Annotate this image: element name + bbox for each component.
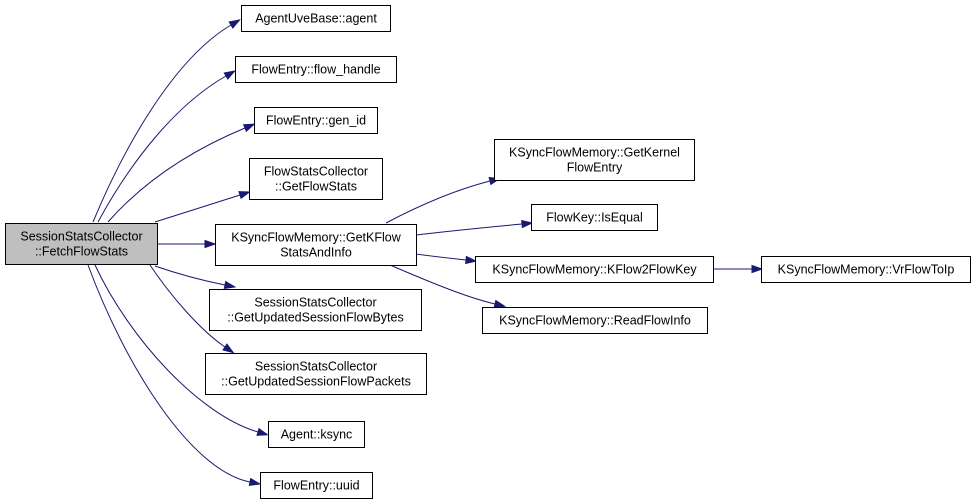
call-edge-get_kflow_stats-to-get_kernel_flow: [385, 180, 491, 224]
call-edge-root-to-agent_uve_agent: [92, 24, 232, 223]
node-label: ::GetUpdatedSessionFlowBytes: [227, 311, 403, 325]
call-edge-get_kflow_stats-to-read_flow_info: [389, 264, 496, 305]
node-label: ::GetFlowStats: [275, 180, 357, 194]
call-edge-root-to-gen_id: [107, 127, 246, 223]
node-box: [268, 421, 365, 448]
call-edge-root-to-uuid: [87, 264, 251, 483]
node-get-packets[interactable]: SessionStatsCollector::GetUpdatedSession…: [205, 353, 427, 395]
node-root[interactable]: SessionStatsCollector::FetchFlowStats: [5, 223, 158, 265]
arrowhead-icon: [751, 264, 764, 274]
node-box: [531, 204, 658, 231]
arrowhead-icon: [465, 255, 478, 265]
node-box: [482, 307, 708, 334]
call-edge-get_kflow_stats-to-is_equal: [415, 223, 523, 236]
node-flow-handle[interactable]: FlowEntry::flow_handle: [235, 56, 397, 83]
node-box: [254, 107, 378, 134]
call-edge-root-to-flow_handle: [97, 75, 227, 223]
arrowhead-icon: [493, 299, 507, 308]
node-label: AgentUveBase::agent: [255, 12, 377, 26]
node-label: FlowEntry::gen_id: [266, 114, 366, 128]
node-agent-ksync[interactable]: Agent::ksync: [268, 421, 365, 448]
node-get-flow-stats[interactable]: FlowStatsCollector::GetFlowStats: [249, 158, 383, 200]
node-box: [249, 158, 383, 200]
node-label: SessionStatsCollector: [254, 296, 376, 310]
node-label: Agent::ksync: [281, 428, 353, 442]
call-edge-root-to-get_packets: [149, 264, 226, 348]
arrowhead-icon: [256, 427, 270, 436]
node-agent-uve-agent[interactable]: AgentUveBase::agent: [241, 5, 391, 32]
node-box: [5, 223, 158, 265]
arrowhead-icon: [238, 191, 251, 200]
node-label: ::GetUpdatedSessionFlowPackets: [221, 375, 411, 389]
node-label: KSyncFlowMemory::VrFlowToIp: [778, 263, 955, 277]
arrowhead-icon: [248, 477, 262, 487]
node-box: [494, 139, 695, 181]
edges-layer: [87, 19, 764, 487]
node-label: KSyncFlowMemory::ReadFlowInfo: [499, 314, 691, 328]
node-vrflow-to-ip[interactable]: KSyncFlowMemory::VrFlowToIp: [761, 256, 971, 283]
arrowhead-icon: [242, 123, 256, 133]
arrowhead-icon: [222, 343, 235, 354]
node-label: KSyncFlowMemory::GetKFlow: [231, 231, 401, 245]
node-is-equal[interactable]: FlowKey::IsEqual: [531, 204, 658, 231]
node-gen-id[interactable]: FlowEntry::gen_id: [254, 107, 378, 134]
node-uuid[interactable]: FlowEntry::uuid: [260, 472, 373, 499]
arrowhead-icon: [204, 239, 217, 249]
node-label: KSyncFlowMemory::KFlow2FlowKey: [492, 263, 697, 277]
call-edge-root-to-agent_ksync: [94, 264, 259, 433]
node-label: FlowKey::IsEqual: [546, 211, 643, 225]
node-label: FlowEntry: [567, 161, 623, 175]
node-box: [209, 289, 422, 331]
node-label: SessionStatsCollector: [20, 230, 142, 244]
node-label: FlowEntry::flow_handle: [251, 63, 380, 77]
call-edge-root-to-get_flow_stats: [154, 194, 241, 223]
nodes-layer: SessionStatsCollector::FetchFlowStatsAge…: [5, 5, 971, 499]
node-read-flow-info[interactable]: KSyncFlowMemory::ReadFlowInfo: [482, 307, 708, 334]
node-box: [241, 5, 391, 32]
node-get-bytes[interactable]: SessionStatsCollector::GetUpdatedSession…: [209, 289, 422, 331]
node-label: ::FetchFlowStats: [35, 245, 128, 259]
arrowhead-icon: [521, 219, 534, 229]
arrowhead-icon: [223, 70, 237, 80]
node-kflow2flowkey[interactable]: KSyncFlowMemory::KFlow2FlowKey: [475, 256, 714, 283]
node-label: FlowEntry::uuid: [273, 479, 359, 493]
arrowhead-icon: [223, 280, 237, 290]
node-label: SessionStatsCollector: [255, 360, 377, 374]
node-label: FlowStatsCollector: [264, 165, 368, 179]
arrowhead-icon: [228, 19, 241, 29]
node-box: [235, 56, 397, 83]
node-box: [260, 472, 373, 499]
node-box: [475, 256, 714, 283]
node-box: [215, 224, 417, 266]
call-edge-root-to-get_bytes: [154, 265, 226, 286]
node-label: KSyncFlowMemory::GetKernel: [509, 146, 680, 160]
node-box: [205, 353, 427, 395]
node-box: [761, 256, 971, 283]
node-label: StatsAndInfo: [280, 246, 352, 260]
call-edge-get_kflow_stats-to-kflow2flowkey: [415, 253, 467, 261]
